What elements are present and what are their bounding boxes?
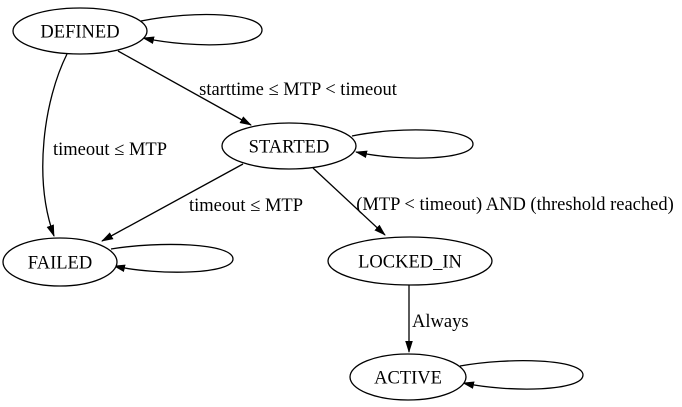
edge-defined-to-failed: [42, 53, 68, 237]
edge-label-started-to-locked-in: (MTP < timeout) AND (threshold reached): [356, 195, 674, 215]
edge-started-to-locked-in: [312, 167, 386, 236]
edge-defined-self-loop: [140, 13, 263, 46]
state-node-defined-label: DEFINED: [40, 23, 119, 43]
state-node-started: STARTED: [221, 122, 357, 170]
state-node-failed-shape: [2, 237, 118, 287]
state-node-active: ACTIVE: [349, 353, 467, 401]
state-node-active-shape: [349, 353, 467, 401]
edge-defined-to-started: [117, 50, 252, 126]
state-node-failed: FAILED: [2, 237, 118, 287]
state-node-active-label: ACTIVE: [374, 369, 442, 389]
edge-label-locked-in-to-active: Always: [412, 312, 469, 332]
state-node-defined-shape: [12, 7, 148, 55]
state-node-failed-label: FAILED: [28, 254, 92, 274]
edge-active-self-loop: [459, 360, 584, 390]
edge-label-defined-to-started: starttime ≤ MTP < timeout: [199, 80, 398, 100]
edge-label-defined-to-failed: timeout ≤ MTP: [53, 140, 167, 160]
state-node-started-label: STARTED: [249, 138, 330, 158]
state-node-locked-in: LOCKED_IN: [327, 236, 493, 286]
edge-label-started-to-failed: timeout ≤ MTP: [189, 196, 303, 216]
edge-started-self-loop: [351, 129, 474, 159]
edge-started-to-failed: [101, 163, 244, 242]
state-node-started-shape: [221, 122, 357, 170]
state-node-defined: DEFINED: [12, 7, 148, 55]
state-node-locked-in-label: LOCKED_IN: [358, 253, 462, 273]
edge-failed-self-loop: [110, 243, 234, 273]
state-node-locked-in-shape: [327, 236, 493, 286]
